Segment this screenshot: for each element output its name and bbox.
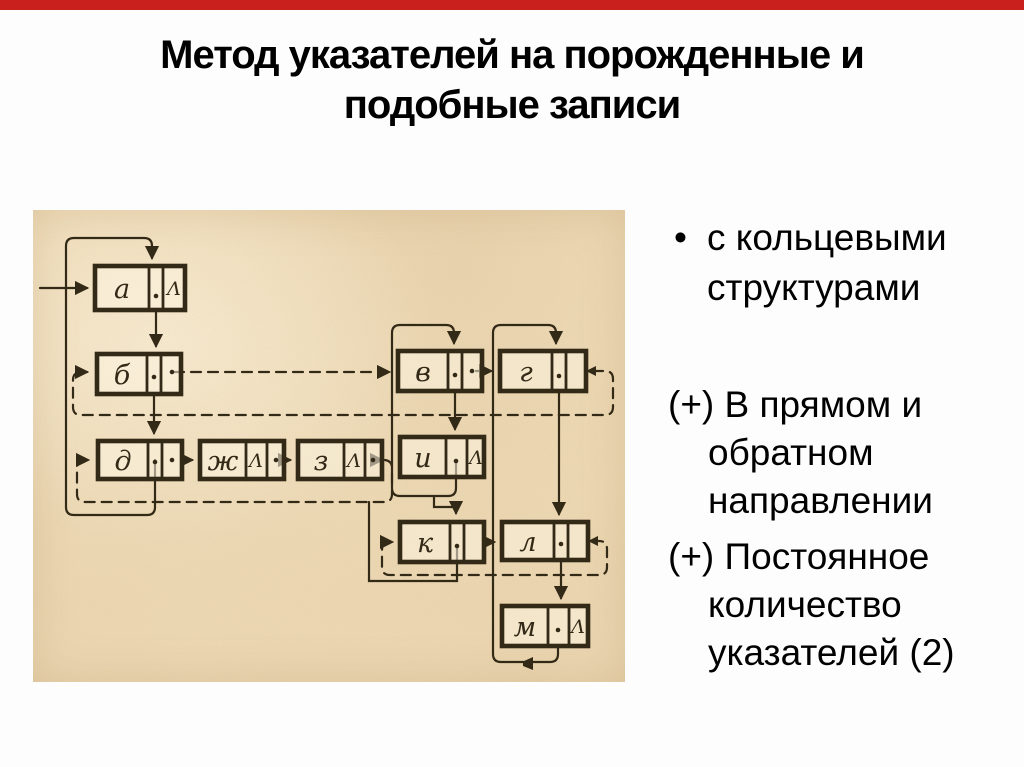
node-b-letter: б xyxy=(114,360,131,391)
node-zh-null: Λ xyxy=(247,450,263,472)
plus1-line-2: обратном xyxy=(708,432,874,473)
node-l: л xyxy=(499,519,591,563)
node-i-letter: и xyxy=(414,443,431,474)
dashed-ring-b-g xyxy=(71,364,615,417)
node-m-null: Λ xyxy=(569,616,585,638)
node-v: в xyxy=(395,348,485,394)
node-d: д xyxy=(95,438,185,482)
node-k: к xyxy=(397,519,487,565)
plus1-line-1: (+) В прямом и xyxy=(668,384,923,425)
node-a-null: Λ xyxy=(165,278,181,300)
dashed-arrowhead-into-g xyxy=(586,366,596,376)
red-top-bar xyxy=(0,0,1024,10)
node-i: и Λ xyxy=(397,434,487,480)
slide-title-line1: Метод указателей на порожденные и xyxy=(160,33,865,77)
node-zh: ж Λ xyxy=(197,438,287,482)
right-text-column: • с кольцевыми структурами (+) В прямом … xyxy=(630,213,1022,677)
diagram-panel: а Λ б д ж Λ з Λ xyxy=(33,210,625,682)
ring-m-bottom-arrowhead xyxy=(523,657,533,670)
arrow-i-k xyxy=(432,494,464,516)
node-g-letter: г xyxy=(519,357,533,388)
plus2-line-2: количество xyxy=(708,584,902,625)
node-l-letter: л xyxy=(519,527,536,558)
pointer-diagram: а Λ б д ж Λ з Λ xyxy=(33,210,625,682)
node-a: а Λ xyxy=(92,263,188,313)
bullet-line-2: структурами xyxy=(707,267,921,308)
node-i-null: Λ xyxy=(467,447,483,469)
node-z-letter: з xyxy=(314,446,329,477)
plus2-line-1: (+) Постоянное xyxy=(668,536,930,577)
bullet-line-1: с кольцевыми xyxy=(707,217,947,258)
ring-d-a xyxy=(64,236,160,517)
bullet-marker: • xyxy=(674,217,687,258)
dashed-ring-k-l xyxy=(379,534,609,577)
node-m-letter: м xyxy=(514,612,536,643)
node-k-letter: к xyxy=(417,528,434,559)
node-a-letter: а xyxy=(114,274,130,305)
bullet-item-ring-structures: • с кольцевыми структурами xyxy=(630,213,1022,313)
node-d-letter: д xyxy=(114,446,131,477)
ring-k-tail xyxy=(367,500,459,583)
node-v-letter: в xyxy=(415,357,431,388)
node-b: б xyxy=(94,351,184,397)
dashed-ring-z-d xyxy=(75,452,394,504)
dashed-arrowhead-into-l xyxy=(588,536,598,546)
plus2-line-3: указателей (2) xyxy=(708,632,955,673)
bullet-item-text: с кольцевыми структурами xyxy=(707,213,947,313)
node-m: м Λ xyxy=(499,603,591,649)
plus1-line-3: направлении xyxy=(708,480,933,521)
plus-item-constant-pointers: (+) Постоянное количество указателей (2) xyxy=(630,533,1022,677)
slide-title: Метод указателей на порожденные и подобн… xyxy=(0,30,1024,130)
slide-title-line2: подобные записи xyxy=(343,83,681,127)
plus-item-direction: (+) В прямом и обратном направлении xyxy=(630,381,1022,525)
node-z: з Λ xyxy=(295,438,385,482)
diagram-links xyxy=(38,236,615,670)
node-z-null: Λ xyxy=(345,450,361,472)
ring-m-g xyxy=(491,323,564,664)
node-zh-letter: ж xyxy=(208,446,239,477)
ring-i-v xyxy=(390,323,462,498)
node-g: г xyxy=(497,348,589,394)
